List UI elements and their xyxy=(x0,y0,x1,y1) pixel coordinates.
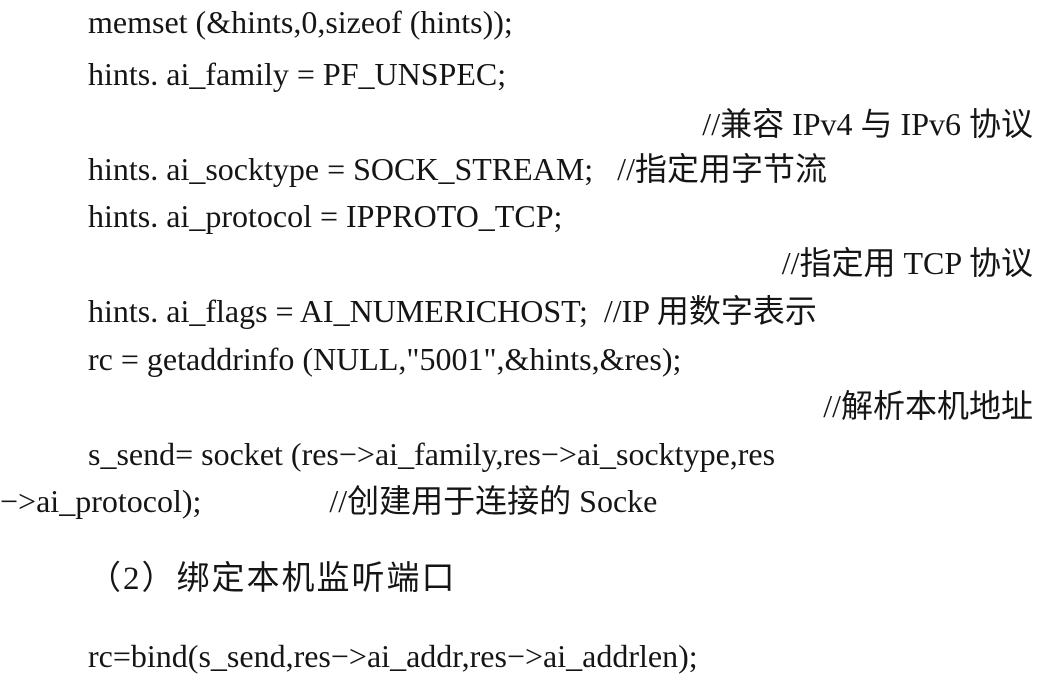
code-line-ai-socktype: hints. ai_socktype = SOCK_STREAM; //指定用字… xyxy=(88,151,827,187)
code-line-socket-continued: −>ai_protocol); //创建用于连接的 Socke xyxy=(0,483,658,519)
code-line-ai-flags: hints. ai_flags = AI_NUMERICHOST; //IP 用… xyxy=(88,293,817,329)
code-line-socket: s_send= socket (res−>ai_family,res−>ai_s… xyxy=(88,436,776,472)
section-heading: （2）绑定本机监听端口 xyxy=(88,561,457,597)
code-line-bind: rc=bind(s_send,res−>ai_addr,res−>ai_addr… xyxy=(88,638,698,674)
code-line-memset: memset (&hints,0,sizeof (hints)); xyxy=(88,4,513,40)
comment-tcp-protocol: //指定用 TCP 协议 xyxy=(781,245,1033,281)
code-line-getaddrinfo: rc = getaddrinfo (NULL,"5001",&hints,&re… xyxy=(88,341,682,377)
code-line-ai-protocol: hints. ai_protocol = IPPROTO_TCP; xyxy=(88,198,563,234)
code-line-ai-family: hints. ai_family = PF_UNSPEC; xyxy=(88,56,507,92)
comment-resolve-address: //解析本机地址 xyxy=(823,388,1033,424)
comment-ipv4-ipv6: //兼容 IPv4 与 IPv6 协议 xyxy=(702,106,1033,142)
